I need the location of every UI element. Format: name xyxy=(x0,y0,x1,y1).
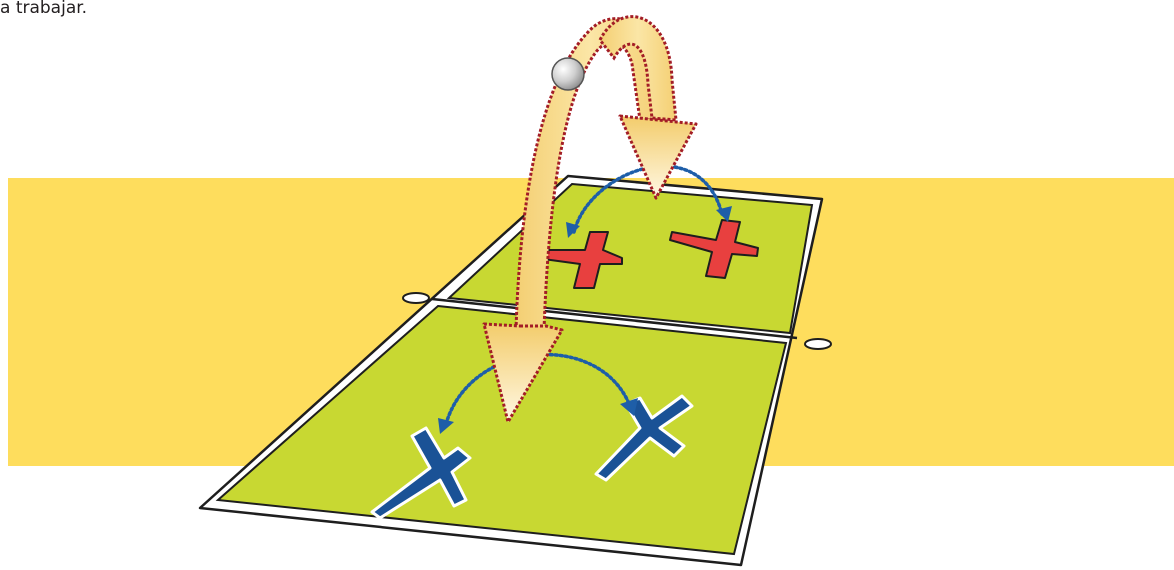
net-post-left xyxy=(402,292,430,304)
cross-marker-icon xyxy=(370,426,472,520)
court-near-half xyxy=(215,304,788,556)
caption-text: a trabajar. xyxy=(0,0,88,18)
trajectory-arrow-return-body xyxy=(482,322,564,424)
rotation-arrow-top-head-right xyxy=(716,206,732,222)
rotation-arrow-top-head-left xyxy=(566,222,580,238)
trajectory-arrow-over-head xyxy=(618,114,698,200)
player-blue-left xyxy=(370,426,472,520)
trajectory-arrow-over-body xyxy=(598,15,678,122)
ball-icon xyxy=(551,57,585,91)
cross-marker-icon xyxy=(669,219,759,279)
net-post-right xyxy=(804,338,832,350)
player-red-left xyxy=(535,231,623,289)
trajectory-arrow-over xyxy=(598,15,698,200)
net-line xyxy=(431,297,798,340)
rotation-arrow-bottom-head-left xyxy=(438,418,454,434)
cross-marker-icon xyxy=(535,231,623,289)
rotation-arrow-bottom-head-right xyxy=(620,398,638,416)
trajectory-arrow-return xyxy=(482,322,564,424)
player-red-right xyxy=(669,219,759,279)
